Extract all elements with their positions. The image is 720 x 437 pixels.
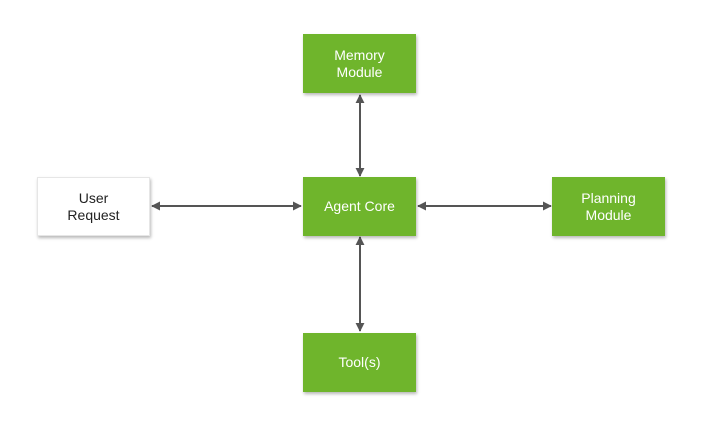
planning-module-node: Planning Module — [552, 177, 665, 236]
agent-core-label: Agent Core — [324, 198, 395, 214]
planning-module-label: Planning Module — [581, 189, 636, 223]
tools-label: Tool(s) — [338, 354, 381, 370]
agent-core-node: Agent Core — [303, 177, 416, 236]
memory-module-label: Memory Module — [334, 46, 385, 80]
user-request-node: User Request — [37, 177, 150, 236]
user-request-label: User Request — [67, 189, 120, 223]
tools-node: Tool(s) — [303, 333, 416, 392]
memory-module-node: Memory Module — [303, 34, 416, 93]
